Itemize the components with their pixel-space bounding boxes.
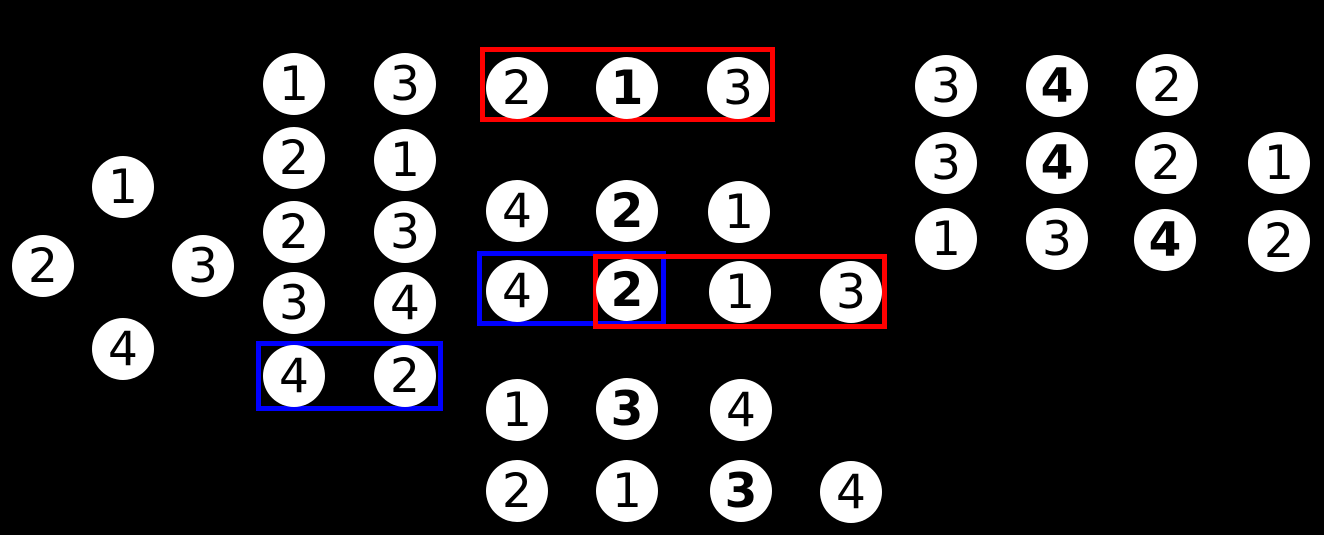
node-circle: 3 xyxy=(710,460,772,522)
node-label: 3 xyxy=(836,264,866,320)
node-circle: 3 xyxy=(820,261,882,323)
node-circle: 4 xyxy=(263,345,325,407)
node-circle: 2 xyxy=(596,259,658,321)
node-label: 4 xyxy=(836,464,866,520)
node-circle: 2 xyxy=(12,235,74,297)
node-circle: 2 xyxy=(263,127,325,189)
node-circle: 1 xyxy=(596,57,658,119)
node-circle: 3 xyxy=(374,201,436,263)
node-circle: 1 xyxy=(915,208,977,270)
node-label: 2 xyxy=(390,348,420,404)
node-circle: 1 xyxy=(374,129,436,191)
node-label: 3 xyxy=(1042,211,1072,267)
node-circle: 1 xyxy=(92,156,154,218)
node-circle: 2 xyxy=(1248,210,1310,272)
node-label: 4 xyxy=(502,263,532,319)
node-circle: 2 xyxy=(596,180,658,242)
node-circle: 3 xyxy=(1026,208,1088,270)
node-circle: 3 xyxy=(915,132,977,194)
node-label: 4 xyxy=(1148,212,1182,268)
node-label: 1 xyxy=(612,463,642,519)
node-label: 1 xyxy=(108,159,138,215)
node-circle: 3 xyxy=(707,57,769,119)
node-label: 3 xyxy=(931,58,961,114)
node-circle: 2 xyxy=(374,345,436,407)
node-label: 2 xyxy=(502,463,532,519)
node-label: 2 xyxy=(610,183,644,239)
node-label: 3 xyxy=(724,463,758,519)
node-label: 1 xyxy=(725,264,755,320)
blue-box-middle-third-row xyxy=(477,251,666,326)
node-circle: 2 xyxy=(486,57,548,119)
node-label: 1 xyxy=(724,184,754,240)
node-label: 2 xyxy=(1264,213,1294,269)
red-box-middle-top-row xyxy=(480,47,775,122)
node-circle: 4 xyxy=(486,180,548,242)
node-circle: 3 xyxy=(263,272,325,334)
node-circle: 2 xyxy=(1136,54,1198,116)
node-circle: 4 xyxy=(1134,209,1196,271)
node-label: 2 xyxy=(279,130,309,186)
node-label: 2 xyxy=(610,262,644,318)
node-label: 4 xyxy=(390,275,420,331)
node-label: 2 xyxy=(279,204,309,260)
node-label: 4 xyxy=(1040,135,1074,191)
node-circle: 1 xyxy=(486,379,548,441)
node-circle: 2 xyxy=(486,460,548,522)
node-circle: 3 xyxy=(374,53,436,115)
node-label: 3 xyxy=(610,381,644,437)
node-circle: 1 xyxy=(596,460,658,522)
node-label: 1 xyxy=(931,211,961,267)
node-circle: 2 xyxy=(1135,132,1197,194)
blue-box-columns-bottom-row xyxy=(256,341,443,411)
node-label: 2 xyxy=(502,60,532,116)
node-circle: 4 xyxy=(374,272,436,334)
node-label: 3 xyxy=(390,204,420,260)
node-circle: 1 xyxy=(708,181,770,243)
node-circle: 4 xyxy=(710,379,772,441)
red-box-middle-third-row xyxy=(593,254,887,329)
node-circle: 3 xyxy=(915,55,977,117)
node-circle: 3 xyxy=(596,378,658,440)
node-circle: 2 xyxy=(263,201,325,263)
node-label: 4 xyxy=(1040,58,1074,114)
node-label: 4 xyxy=(108,321,138,377)
node-label: 3 xyxy=(723,60,753,116)
node-label: 4 xyxy=(279,348,309,404)
node-label: 1 xyxy=(390,132,420,188)
node-label: 2 xyxy=(28,238,58,294)
node-circle: 4 xyxy=(820,461,882,523)
node-label: 4 xyxy=(502,183,532,239)
node-circle: 1 xyxy=(709,261,771,323)
node-label: 2 xyxy=(1151,135,1181,191)
node-label: 1 xyxy=(610,60,644,116)
node-label: 1 xyxy=(502,382,532,438)
node-circle: 3 xyxy=(172,235,234,297)
node-label: 2 xyxy=(1152,57,1182,113)
node-label: 1 xyxy=(279,56,309,112)
node-circle: 4 xyxy=(1026,132,1088,194)
node-label: 4 xyxy=(726,382,756,438)
node-label: 3 xyxy=(931,135,961,191)
node-circle: 4 xyxy=(92,318,154,380)
node-label: 3 xyxy=(279,275,309,331)
node-label: 1 xyxy=(1264,135,1294,191)
node-circle: 4 xyxy=(486,260,548,322)
node-label: 3 xyxy=(390,56,420,112)
node-circle: 1 xyxy=(263,53,325,115)
node-circle: 4 xyxy=(1026,55,1088,117)
node-circle: 1 xyxy=(1248,132,1310,194)
node-label: 3 xyxy=(188,238,218,294)
